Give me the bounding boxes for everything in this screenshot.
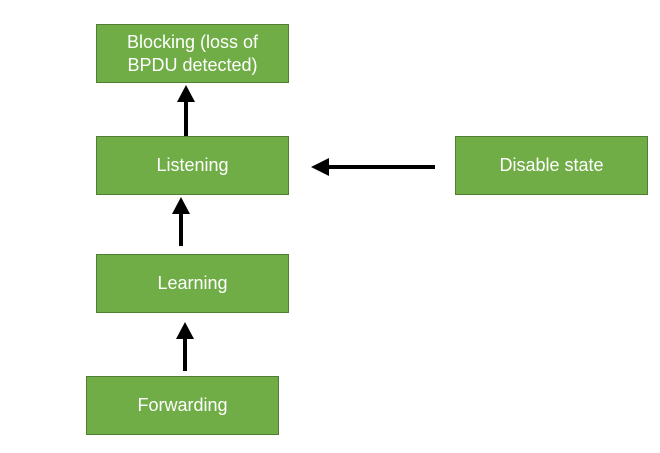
- listening-state-box: Listening: [96, 136, 289, 195]
- disable-state-box: Disable state: [455, 136, 648, 195]
- arrow-listening-to-blocking: [177, 85, 195, 136]
- blocking-state-label: Blocking (loss of BPDU detected): [126, 31, 259, 75]
- listening-state-label: Listening: [156, 155, 229, 175]
- arrow-disable-to-listening: [311, 158, 435, 176]
- learning-state-label: Learning: [157, 273, 228, 293]
- forwarding-state-box: Forwarding: [86, 376, 279, 435]
- arrow-learning-to-listening: [172, 197, 190, 246]
- arrow-forwarding-to-learning: [176, 322, 194, 371]
- disable-state-label: Disable state: [499, 155, 604, 175]
- learning-state-box: Learning: [96, 254, 289, 313]
- blocking-state-box: Blocking (loss of BPDU detected): [96, 24, 289, 83]
- forwarding-state-label: Forwarding: [137, 395, 228, 415]
